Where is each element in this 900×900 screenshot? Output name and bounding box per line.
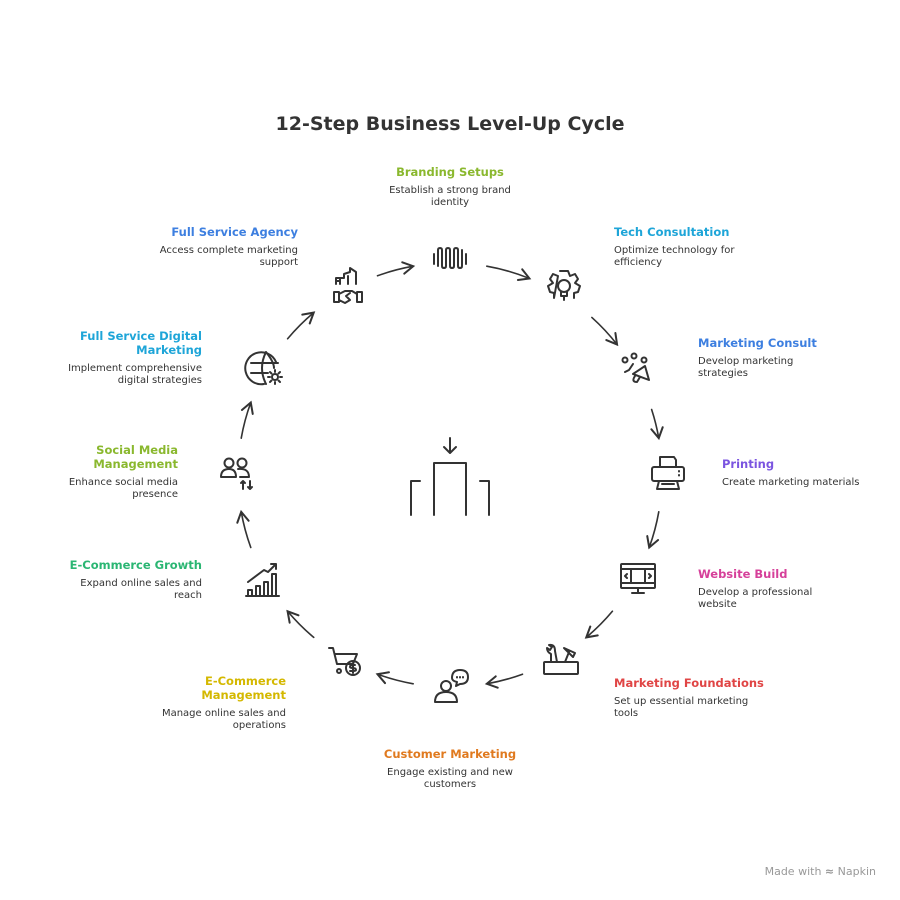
- step-description: Engage existing and new customers: [387, 767, 513, 790]
- napkin-logo-icon: ≈: [824, 865, 835, 878]
- handshake-building-icon: [333, 267, 363, 304]
- step-description: Set up essential marketing tools: [614, 696, 749, 719]
- toolbox-icon: [543, 643, 579, 675]
- step-description: Develop a professional website: [698, 587, 813, 610]
- person-chat-icon: [434, 669, 469, 703]
- flow-arrow: [286, 609, 315, 639]
- growth-chart-icon: [245, 563, 280, 597]
- flow-arrow: [484, 673, 524, 689]
- made-with-label: Made with: [764, 865, 822, 878]
- step-title: Customer Marketing: [383, 747, 517, 761]
- monitor-icon: [620, 563, 656, 594]
- center-levelup-icon: [410, 437, 490, 516]
- step-title: Marketing Consult: [698, 336, 817, 350]
- step-description: Establish a strong brand identity: [389, 185, 511, 208]
- step-description: Enhance social media presence: [68, 477, 178, 500]
- flow-arrow: [236, 509, 252, 549]
- flow-arrow: [591, 316, 619, 347]
- step-description: Develop marketing strategies: [698, 356, 794, 379]
- soundwave-icon: [433, 247, 467, 269]
- step-title: Printing: [722, 457, 775, 471]
- step-title: Full Service Digital Marketing: [79, 329, 202, 357]
- step-description: Access complete marketing support: [159, 245, 298, 268]
- megaphone-icon: [621, 352, 650, 383]
- flow-arrow: [286, 311, 316, 340]
- step-title: Social Media Management: [93, 443, 178, 471]
- step-title: E-Commerce Growth: [69, 558, 202, 572]
- napkin-brand: Napkin: [837, 865, 876, 878]
- napkin-watermark: Made with ≈ Napkin: [765, 865, 876, 878]
- step-title: E-Commerce Management: [201, 674, 286, 702]
- step-title: Website Build: [698, 567, 788, 581]
- diagram-title: 12-Step Business Level-Up Cycle: [275, 113, 625, 135]
- step-description: Implement comprehensive digital strategi…: [68, 363, 202, 386]
- step-title: Tech Consultation: [614, 225, 730, 239]
- flow-arrow: [650, 408, 664, 441]
- step-title: Branding Setups: [396, 165, 504, 179]
- step-description: Optimize technology for efficiency: [614, 245, 735, 268]
- step-description: Manage online sales and operations: [161, 708, 286, 731]
- flow-arrow: [240, 400, 254, 439]
- cart-dollar-icon: [328, 647, 361, 676]
- step-description: Create marketing materials: [722, 477, 860, 488]
- gear-lightbulb-icon: [547, 270, 581, 301]
- flow-arrow: [584, 610, 614, 639]
- flow-arrow: [486, 265, 532, 282]
- step-title: Marketing Foundations: [614, 676, 764, 690]
- flow-arrow: [375, 671, 414, 685]
- step-description: Expand online sales and reach: [80, 578, 202, 601]
- flow-arrow: [646, 511, 660, 550]
- globe-gear-icon: [244, 351, 283, 386]
- step-title: Full Service Agency: [171, 225, 298, 239]
- users-arrows-icon: [220, 457, 253, 490]
- flow-arrow: [376, 261, 416, 277]
- printer-icon: [651, 456, 685, 490]
